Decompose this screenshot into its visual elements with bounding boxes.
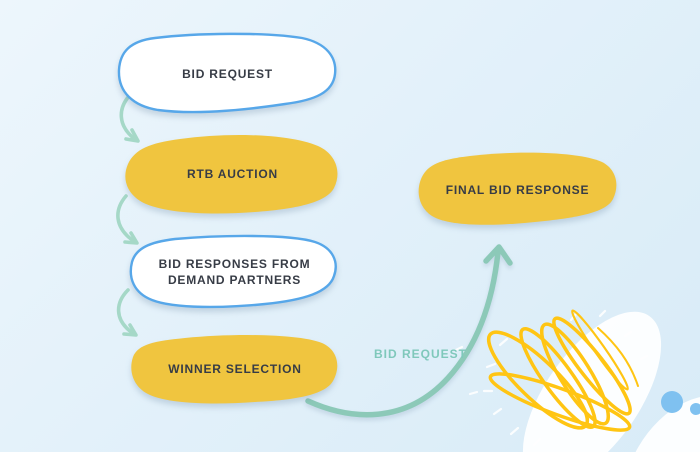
arrow-rtb-auction-to-bid-responses <box>116 194 139 245</box>
flow-nodes <box>117 32 617 404</box>
arrow-bid-request-to-rtb-auction <box>119 93 140 143</box>
arrow-winner-selection-to-final-bid-response <box>305 244 513 418</box>
decor-blue-dots <box>661 391 700 415</box>
node-blob-winner-selection <box>131 335 338 404</box>
decor-white-dashes <box>454 309 649 447</box>
node-blob-final-bid-response <box>418 152 617 225</box>
arrow-bid-responses-to-winner-selection <box>116 288 138 337</box>
node-blob-bid-request <box>117 32 337 114</box>
decor-white-blob <box>522 311 700 452</box>
blue-dot-large <box>661 391 683 413</box>
decor-cluster <box>454 309 700 452</box>
decor-yellow-scribble <box>486 309 639 432</box>
node-blob-rtb-auction <box>125 134 338 214</box>
connector-arrows <box>116 93 513 418</box>
node-blob-bid-responses <box>129 234 337 309</box>
blue-dot-small <box>690 403 700 415</box>
